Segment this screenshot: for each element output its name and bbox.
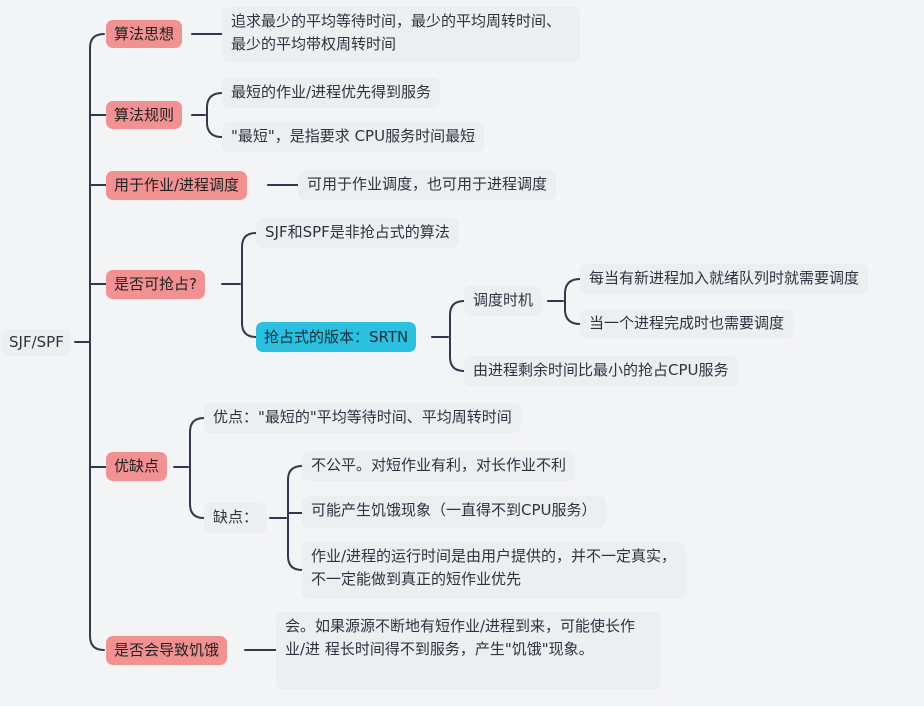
branch-starvation[interactable]: 是否会导致饥饿 bbox=[106, 636, 228, 665]
leaf-text: 可能产生饥饿现象（一直得不到CPU服务） bbox=[311, 501, 597, 519]
leaf-text: 追求最少的平均等待时间，最少的平均周转时间、最少的平均带权周转时间 bbox=[231, 12, 562, 53]
leaf-text: SJF和SPF是非抢占式的算法 bbox=[265, 223, 450, 241]
leaf-timing-1[interactable]: 每当有新进程加入就绪队列时就需要调度 bbox=[580, 264, 869, 294]
leaf-pro[interactable]: 优点："最短的"平均等待时间、平均周转时间 bbox=[204, 403, 521, 433]
leaf-text: 当一个进程完成时也需要调度 bbox=[589, 314, 785, 332]
leaf-text: 缺点： bbox=[213, 508, 259, 526]
branch-label: 优缺点 bbox=[114, 457, 160, 475]
leaf-timing-2[interactable]: 当一个进程完成时也需要调度 bbox=[580, 309, 794, 339]
branch-label: 算法思想 bbox=[114, 24, 175, 43]
branch-label: 算法规则 bbox=[114, 105, 175, 124]
branch-label: 是否可抢占? bbox=[114, 275, 197, 293]
leaf-usage-text[interactable]: 可用于作业调度，也可用于进程调度 bbox=[298, 170, 557, 200]
root-node[interactable]: SJF/SPF bbox=[2, 329, 71, 356]
leaf-nonpreemptive[interactable]: SJF和SPF是非抢占式的算法 bbox=[256, 218, 459, 248]
leaf-starvation-text[interactable]: 会。如果源源不断地有短作业/进程到来，可能使长作业/进 程长时间得不到服务，产生… bbox=[276, 612, 661, 689]
leaf-srtn-rule[interactable]: 由进程剩余时间比最小的抢占CPU服务 bbox=[464, 356, 738, 386]
leaf-text: 调度时机 bbox=[473, 291, 534, 309]
leaf-text: 会。如果源源不断地有短作业/进程到来，可能使长作业/进 程长时间得不到服务，产生… bbox=[285, 617, 636, 658]
leaf-con-2[interactable]: 可能产生饥饿现象（一直得不到CPU服务） bbox=[302, 496, 606, 528]
leaf-text: 每当有新进程加入就绪队列时就需要调度 bbox=[589, 269, 860, 287]
branch-label: 用于作业/进程调度 bbox=[114, 176, 240, 194]
leaf-con-1[interactable]: 不公平。对短作业有利，对长作业不利 bbox=[302, 451, 576, 481]
leaf-idea-text[interactable]: 追求最少的平均等待时间，最少的平均周转时间、最少的平均带权周转时间 bbox=[222, 7, 580, 62]
leaf-rule-2[interactable]: "最短"，是指要求 CPU服务时间最短 bbox=[222, 122, 485, 152]
leaf-text: 最短的作业/进程优先得到服务 bbox=[231, 83, 432, 101]
leaf-con-label[interactable]: 缺点： bbox=[204, 503, 268, 533]
branch-pros-cons[interactable]: 优缺点 bbox=[106, 452, 168, 481]
root-label: SJF/SPF bbox=[9, 333, 64, 351]
branch-algorithm-rule[interactable]: 算法规则 bbox=[106, 101, 183, 129]
leaf-text: "最短"，是指要求 CPU服务时间最短 bbox=[231, 127, 476, 145]
leaf-text: 优点："最短的"平均等待时间、平均周转时间 bbox=[213, 408, 512, 426]
leaf-text: 由进程剩余时间比最小的抢占CPU服务 bbox=[473, 361, 729, 379]
leaf-con-3[interactable]: 作业/进程的运行时间是由用户提供的，并不一定真实，不一定能做到真正的短作业优先 bbox=[302, 542, 686, 599]
branch-label: 是否会导致饥饿 bbox=[114, 641, 220, 659]
branch-algorithm-idea[interactable]: 算法思想 bbox=[106, 20, 183, 48]
leaf-text: 作业/进程的运行时间是由用户提供的，并不一定真实，不一定能做到真正的短作业优先 bbox=[311, 547, 677, 588]
branch-preemptive[interactable]: 是否可抢占? bbox=[106, 270, 205, 299]
node-srtn-version[interactable]: 抢占式的版本：SRTN bbox=[256, 322, 417, 352]
branch-scheduling-usage[interactable]: 用于作业/进程调度 bbox=[106, 171, 248, 200]
leaf-text: 不公平。对短作业有利，对长作业不利 bbox=[311, 456, 567, 474]
leaf-text: 可用于作业调度，也可用于进程调度 bbox=[307, 175, 548, 193]
leaf-rule-1[interactable]: 最短的作业/进程优先得到服务 bbox=[222, 78, 441, 108]
leaf-dispatch-timing[interactable]: 调度时机 bbox=[464, 286, 543, 316]
node-label: 抢占式的版本：SRTN bbox=[264, 327, 409, 346]
